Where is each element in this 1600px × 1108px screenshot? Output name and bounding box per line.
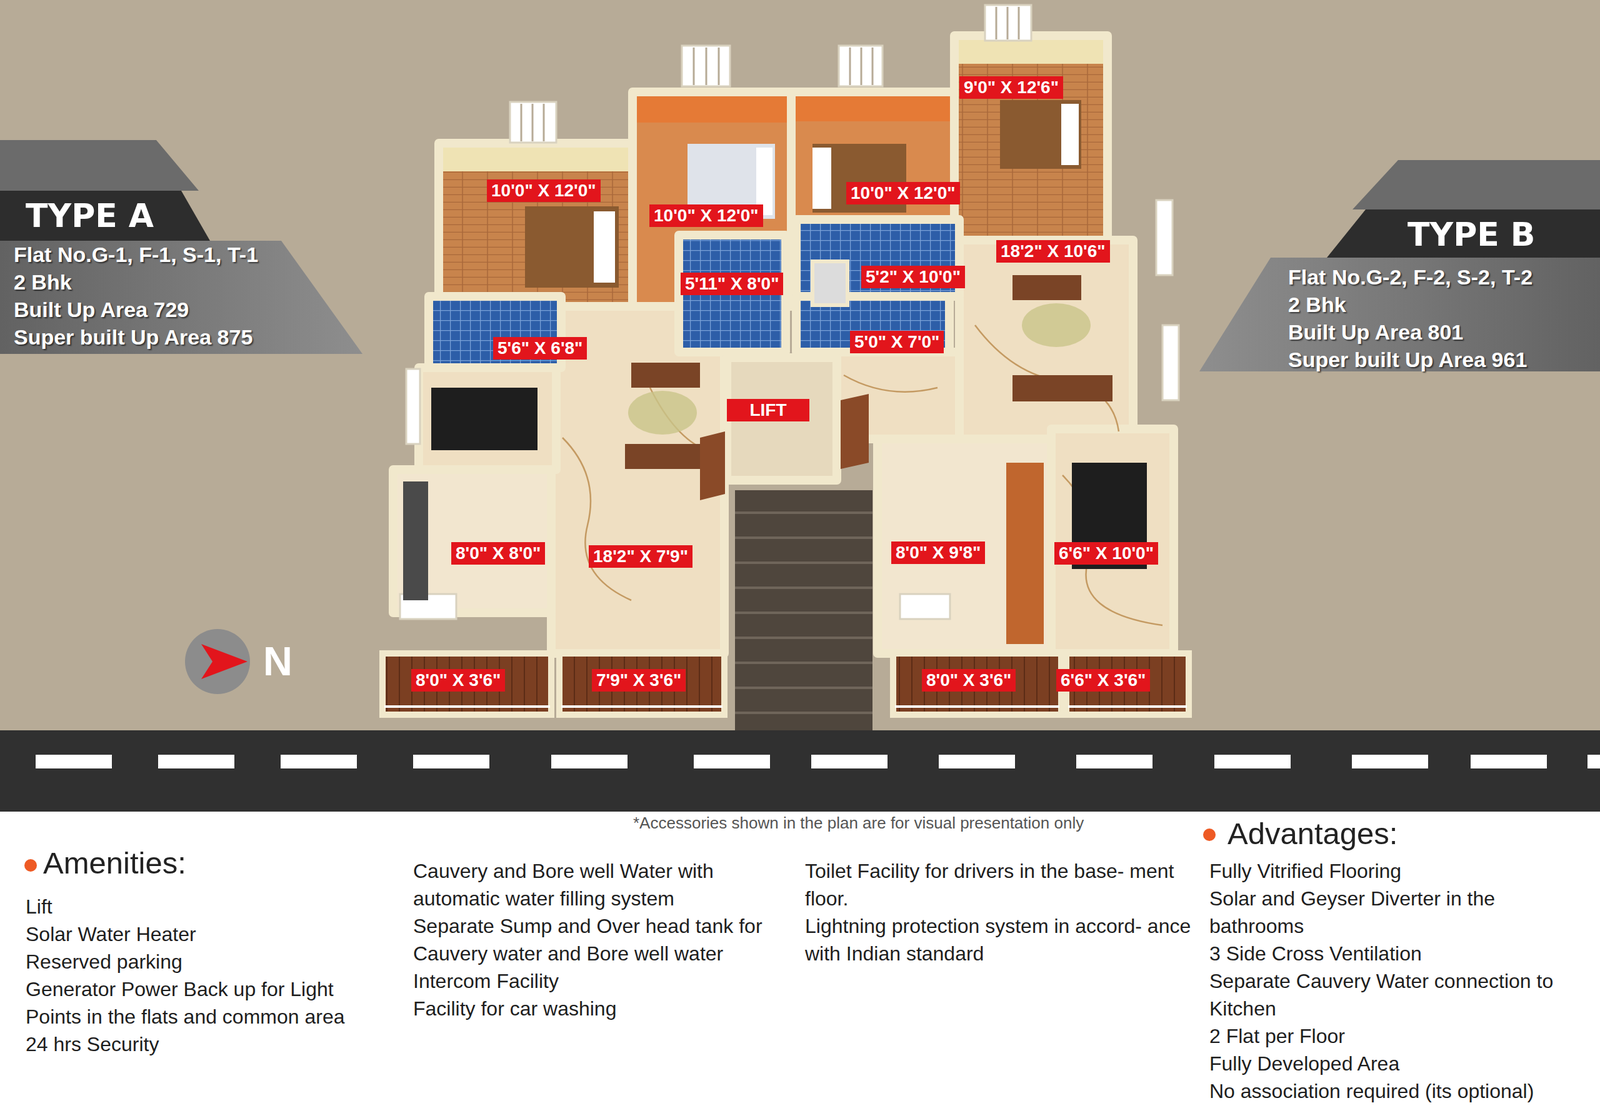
list-item: Solar Water Heater xyxy=(25,920,389,948)
dimension-text: 7'9" X 3'6" xyxy=(596,670,682,690)
room-dimension: 6'6" X 3'6" xyxy=(1056,668,1150,692)
room-dimension: 6'6" X 10'0" xyxy=(1054,541,1159,565)
section-heading: Amenities: xyxy=(43,843,187,882)
list-item: Lift xyxy=(25,892,389,920)
list-item: 24 hrs Security xyxy=(25,1030,389,1058)
dimension-text: 8'0" X 8'0" xyxy=(455,543,541,563)
room-dimension: 5'2" X 10'0" xyxy=(861,265,965,289)
lift-tag: LIFT xyxy=(726,398,810,422)
amenity-column: LiftSolar Water HeaterReserved parkingGe… xyxy=(25,892,389,1058)
disclaimer-note: *Accessories shown in the plan are for v… xyxy=(633,812,1084,833)
dimension-text: 10'0" X 12'0" xyxy=(653,205,759,225)
list-item: 3 Side Cross Ventilation xyxy=(1209,939,1592,967)
flat-detail: Super built Up Area 875 xyxy=(0,323,375,351)
room-dimension: 10'0" X 12'0" xyxy=(649,204,764,227)
room-dimension: 8'0" X 8'0" xyxy=(451,541,545,565)
list-item: Separate Cauvery Water connection to Kit… xyxy=(1209,966,1592,1022)
dimension-text: 5'11" X 8'0" xyxy=(685,273,779,294)
dimension-text: 18'2" X 7'9" xyxy=(593,546,689,566)
list-item: Solar and Geyser Diverter in the bathroo… xyxy=(1209,884,1592,940)
room-dimension: 18'2" X 10'6" xyxy=(996,240,1110,263)
flat-type-banner: TYPE B Flat No.G-2, F-2, S-2, T-22 BhkBui… xyxy=(1281,209,1594,374)
flat-detail: Built Up Area 729 xyxy=(0,295,375,324)
dimension-text: 5'0" X 7'0" xyxy=(854,331,940,352)
room-dimension: 5'11" X 8'0" xyxy=(680,272,784,295)
dimension-text: 6'6" X 3'6" xyxy=(1060,670,1146,690)
flat-type-banner: TYPE AFlat No.G-1, F-1, S-1, T-12 BhkBui… xyxy=(0,190,375,351)
dimension-text: 8'0" X 3'6" xyxy=(415,670,501,690)
section-heading: Advantages: xyxy=(1227,814,1398,852)
flat-detail: 2 Bhk xyxy=(0,268,375,296)
list-item: 2 Flat per Floor xyxy=(1209,1021,1592,1050)
list-item: Intercom Facility xyxy=(413,966,798,995)
list-item: Separate Sump and Over head tank for Cau… xyxy=(413,911,798,967)
dimension-text: LIFT xyxy=(749,400,787,420)
list-item: Fully Developed Area xyxy=(1209,1049,1592,1077)
dimension-text: 9'0" X 12'6" xyxy=(963,77,1059,97)
advantage-column: Fully Vitrified FlooringSolar and Geyser… xyxy=(1209,856,1592,1105)
room-dimension: 7'9" X 3'6" xyxy=(591,668,686,692)
room-dimension: 5'6" X 6'8" xyxy=(493,336,587,360)
room-dimension: 5'0" X 7'0" xyxy=(850,330,944,354)
room-dimension: 18'2" X 7'9" xyxy=(588,545,693,568)
room-dimension: 10'0" X 12'0" xyxy=(486,179,601,202)
list-item: Generator Power Back up for Light Points… xyxy=(25,975,389,1030)
flat-detail: Super built Up Area 961 xyxy=(1281,345,1594,374)
dimension-text: 10'0" X 12'0" xyxy=(491,180,597,200)
flat-detail: 2 Bhk xyxy=(1281,290,1594,319)
room-dimension: 9'0" X 12'6" xyxy=(959,76,1064,99)
north-label: N xyxy=(263,638,293,684)
flat-detail: Built Up Area 801 xyxy=(1281,318,1594,346)
flat-detail: Flat No.G-2, F-2, S-2, T-2 xyxy=(1281,263,1594,291)
dimension-text: 6'6" X 10'0" xyxy=(1058,543,1154,563)
list-item: Cauvery and Bore well Water with automat… xyxy=(413,856,798,912)
dimension-text: 8'0" X 9'8" xyxy=(895,542,981,562)
amenity-column: Toilet Facility for drivers in the base-… xyxy=(805,856,1200,967)
type-title: TYPE B xyxy=(1281,209,1594,260)
dimension-text: 8'0" X 3'6" xyxy=(926,670,1012,690)
type-title: TYPE A xyxy=(0,190,375,241)
list-item: Toilet Facility for drivers in the base-… xyxy=(805,856,1200,912)
list-item: Fully Vitrified Flooring xyxy=(1209,856,1592,885)
room-dimension: 8'0" X 3'6" xyxy=(921,668,1016,692)
list-item: No association required (its optional) xyxy=(1209,1076,1592,1105)
list-item: Reserved parking xyxy=(25,947,389,975)
amenity-column: Cauvery and Bore well Water with automat… xyxy=(413,856,798,1022)
flat-detail: Flat No.G-1, F-1, S-1, T-1 xyxy=(0,240,375,269)
room-dimension: 10'0" X 12'0" xyxy=(846,181,960,205)
dimension-text: 5'6" X 6'8" xyxy=(497,338,583,358)
room-dimension: 8'0" X 9'8" xyxy=(891,541,985,564)
dimension-text: 18'2" X 10'6" xyxy=(1000,241,1106,261)
room-dimension: 8'0" X 3'6" xyxy=(411,668,505,692)
list-item: Facility for car washing xyxy=(413,994,798,1022)
dimension-text: 10'0" X 12'0" xyxy=(850,183,956,203)
list-item: Lightning protection system in accord- a… xyxy=(805,911,1200,967)
dimension-text: 5'2" X 10'0" xyxy=(865,266,961,287)
